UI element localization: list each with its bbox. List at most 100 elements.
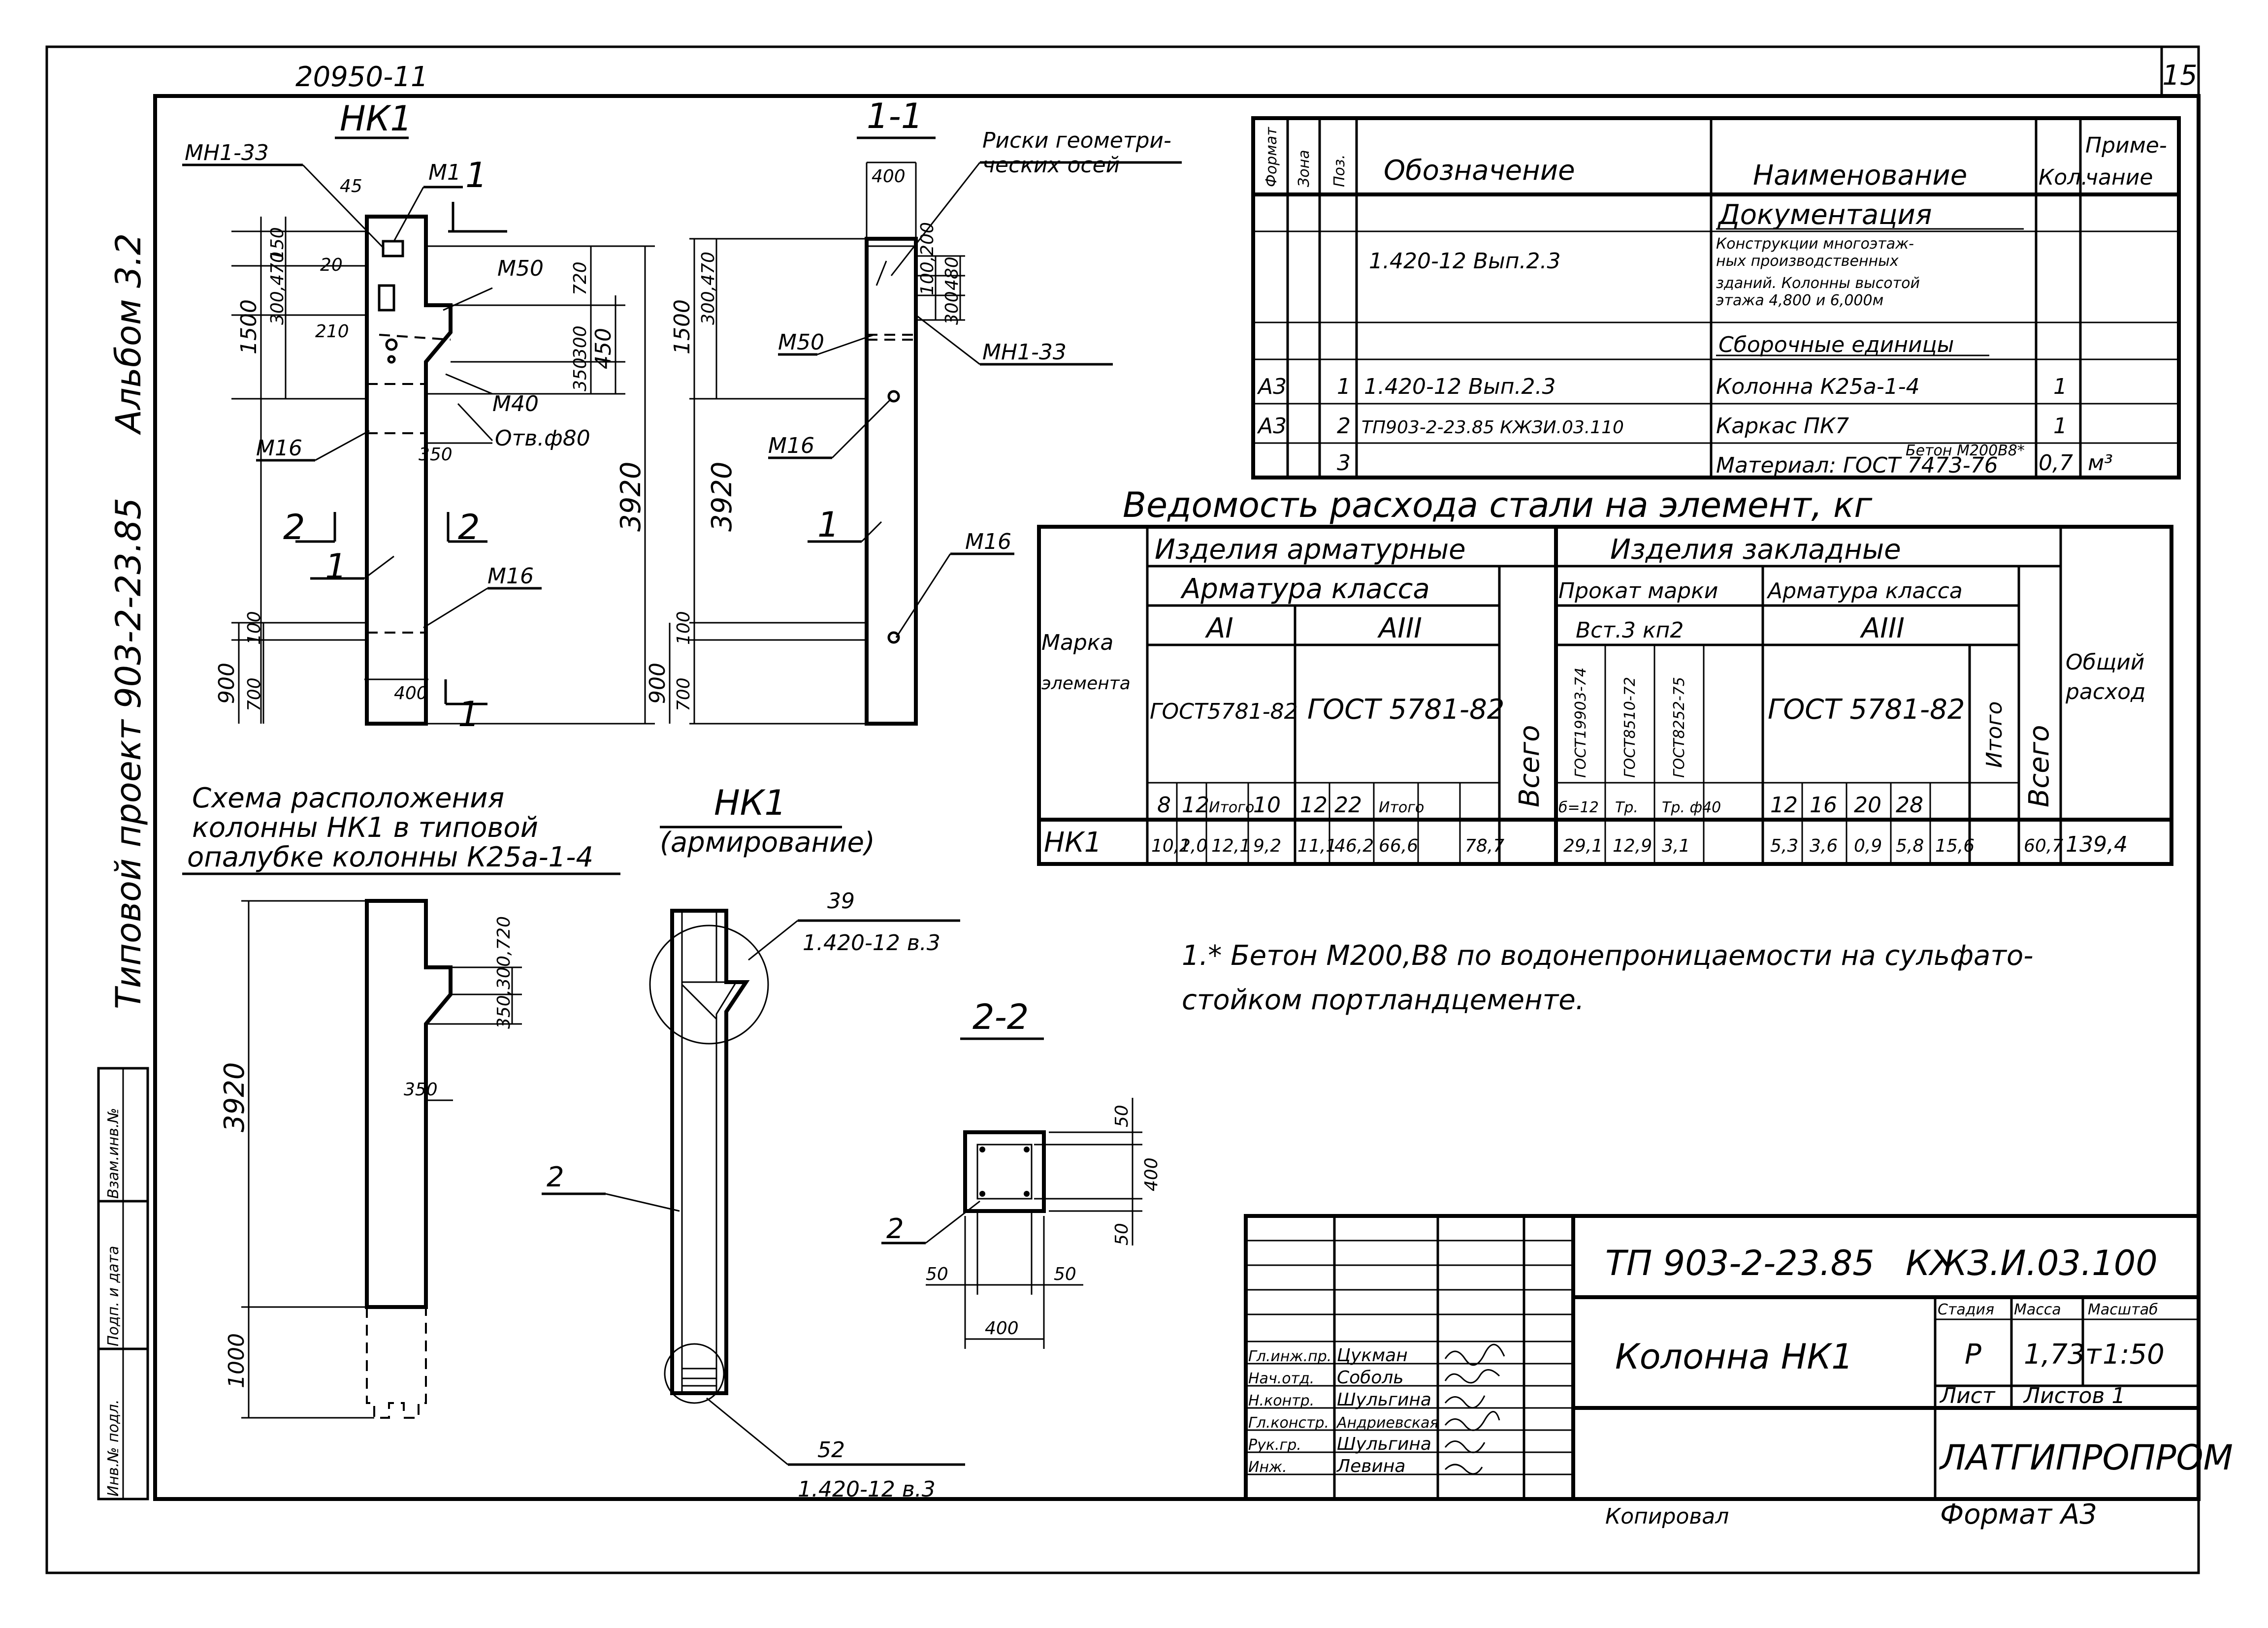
- drawing-label: Документация: [1717, 199, 1932, 231]
- drawing-label: Наименование: [1753, 160, 1967, 192]
- drawing-label: 12,1: [1211, 836, 1251, 856]
- drawing-label: 100: [674, 611, 694, 645]
- drawing-label: 2-2: [972, 997, 1029, 1037]
- drawing-label: Лист: [1939, 1383, 1996, 1408]
- drawing-label: Левина: [1336, 1456, 1405, 1476]
- drawing-label: ГОСТ 5781-82: [1768, 694, 1965, 726]
- drawing-label: 350,300,720: [494, 916, 514, 1029]
- drawing-label: Формат: [1263, 127, 1280, 187]
- drawing-label: Тр. ф40: [1662, 799, 1721, 816]
- drawing-label: 2: [1337, 414, 1351, 439]
- drawing-label: 1000: [224, 1333, 249, 1388]
- drawing-label: Н.контр.: [1248, 1392, 1314, 1409]
- drawing-label: КЖЗ.И.03.100: [1906, 1243, 2158, 1283]
- drawing-label: 22: [1334, 793, 1362, 818]
- drawing-label: 1.420-12 в.3: [798, 1477, 936, 1502]
- drawing-label: чание: [2085, 165, 2153, 190]
- drawing-label: Риски геометри-: [982, 128, 1171, 153]
- drawing-label: 2: [547, 1161, 564, 1193]
- drawing-label: Сборочные единицы: [1718, 332, 1954, 357]
- drawing-label: Андриевская: [1336, 1414, 1439, 1432]
- general-note: 1.* Бетон М200,В8 по водонепроницаемости…: [1182, 940, 2033, 1016]
- steel-title: Ведомость расхода стали на элемент, кг: [1123, 485, 1873, 525]
- drawing-label: 3,1: [1662, 836, 1690, 856]
- drawing-label: Масштаб: [2088, 1301, 2158, 1318]
- drawing-label: зданий. Колонны высотой: [1716, 275, 1920, 292]
- drawing-label: 1: [1337, 374, 1351, 399]
- drawing-label: 9,2: [1253, 836, 1281, 856]
- drawing-label: 0,9: [1854, 836, 1882, 856]
- drawing-label: Приме-: [2085, 133, 2167, 158]
- view-section-2-2: 2-2 2 50 50 400 50 400 50: [881, 997, 1162, 1349]
- drawing-label: 39: [827, 889, 855, 914]
- drawing-label: элемента: [1041, 673, 1131, 694]
- drawing-label: 52: [817, 1437, 845, 1463]
- drawing-label: 350: [570, 357, 590, 391]
- drawing-label: Итого: [1982, 701, 2007, 768]
- drawing-label: Инж.: [1248, 1459, 1287, 1476]
- specification-table: Формат Зона Поз. Обозначение Наименовани…: [1251, 116, 2181, 479]
- drawing-label: 11,1: [1297, 836, 1337, 856]
- drawing-label: 300: [570, 325, 590, 359]
- drawing-label: Отв.ф80: [495, 426, 590, 451]
- drawing-label: 12: [1300, 793, 1328, 818]
- drawing-label: 1: [2053, 374, 2067, 399]
- drawing-label: Всего: [1514, 725, 1546, 807]
- drawing-label: 1,73т: [2024, 1339, 2102, 1371]
- drawing-label: 50: [926, 1264, 948, 1284]
- drawing-label: Кол.: [2039, 165, 2088, 190]
- drawing-label: 10,1: [1151, 836, 1191, 856]
- drawing-label: Копировал: [1605, 1504, 1729, 1529]
- drawing-label: 78,7: [1465, 836, 1504, 856]
- drawing-label: 300,470: [267, 252, 288, 325]
- drawing-label: М16: [256, 436, 302, 461]
- drawing-label: 3: [1337, 450, 1351, 476]
- drawing-label: 720: [570, 261, 590, 295]
- drawing-label: М50: [497, 256, 544, 281]
- drawing-label: опалубке колонны К25а-1-4: [187, 841, 593, 873]
- drawing-label: Зона: [1296, 150, 1313, 187]
- drawing-label: 1.* Бетон М200,В8 по водонепроницаемости…: [1182, 940, 2033, 972]
- drawing-label: Цукман: [1337, 1345, 1408, 1366]
- drawing-label: Поз.: [1331, 155, 1348, 187]
- drawing-label: 400: [394, 683, 428, 703]
- side-stamp-col1: Инв.№ подл.: [105, 1400, 122, 1497]
- section-11-title: 1-1: [867, 96, 923, 136]
- drawing-label: 29,1: [1563, 836, 1603, 856]
- sheet-number: 15: [2162, 60, 2197, 92]
- drawing-label: колонны НК1 в типовой: [192, 812, 538, 844]
- drawing-label: Рук.гр.: [1248, 1436, 1301, 1454]
- drawing-label: 100: [244, 611, 264, 645]
- drawing-label: Каркас ПК7: [1716, 414, 1849, 439]
- drawing-label: 60,7: [2024, 836, 2063, 856]
- drawing-label: 400: [1141, 1157, 1162, 1191]
- drawing-label: Колонна НК1: [1615, 1337, 1853, 1377]
- view-layout-scheme: Схема расположения колонны НК1 в типовой…: [182, 782, 620, 1419]
- side-stamp-col2: Подп. и дата: [105, 1246, 122, 1346]
- drawing-label: б=12: [1558, 799, 1599, 816]
- drawing-label: М40: [492, 391, 539, 416]
- drawing-label: 20: [1854, 793, 1881, 818]
- drawing-label: М16: [965, 529, 1011, 554]
- view-hk1: НК1: [182, 98, 655, 734]
- drawing-label: Стадия: [1938, 1301, 1994, 1318]
- drawing-label: (армирование): [660, 827, 875, 859]
- drawing-label: 3920: [219, 1062, 251, 1132]
- drawing-label: 2: [283, 507, 305, 547]
- drawing-label: Общий: [2066, 650, 2144, 675]
- drawing-label: ГОСТ8510-72: [1621, 677, 1639, 778]
- drawing-label: 3920: [615, 461, 647, 532]
- drawing-label: 12: [1182, 793, 1209, 818]
- drawing-label: 0,7: [2039, 450, 2073, 476]
- signature: [1444, 1343, 1505, 1366]
- drawing-label: АI: [1205, 612, 1233, 644]
- drawing-label: 1.420-12 в.3: [803, 930, 940, 956]
- drawing-label: ных производственных: [1716, 253, 1899, 270]
- view-section-1-1: 1-1 400: [645, 96, 1182, 726]
- drawing-label: 450: [591, 328, 616, 369]
- drawing-label: М16: [768, 433, 814, 458]
- drawing-label: Изделия закладные: [1610, 534, 1901, 566]
- drawing-label: Итого: [1379, 799, 1424, 816]
- view-reinforcement: НК1 (армирование) 39 1.420-12 в.3 52 1.4…: [542, 783, 965, 1502]
- drawing-label: 16: [1810, 793, 1837, 818]
